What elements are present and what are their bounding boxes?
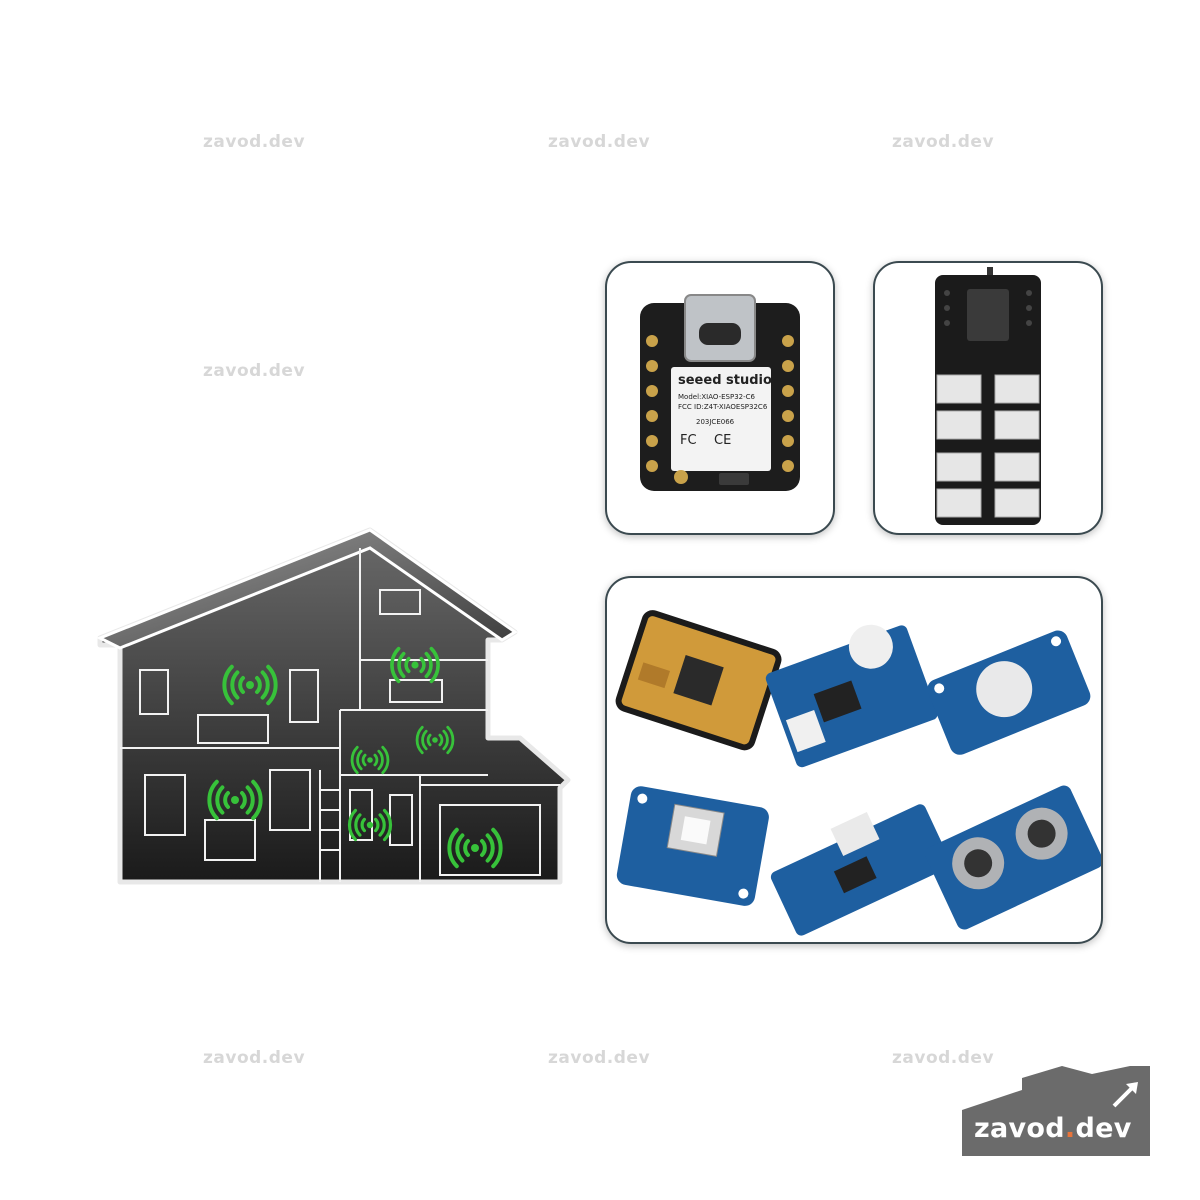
expansion-board-card — [873, 261, 1103, 535]
board-mark-ce: CE — [714, 433, 732, 448]
logo-dot: . — [1064, 1113, 1076, 1144]
wifi-signal-icon — [415, 725, 455, 755]
board-brand: seeed studio — [678, 373, 772, 388]
logo-tld: dev — [1075, 1113, 1132, 1144]
wifi-signal-icon — [222, 664, 278, 706]
grove-expansion-board — [935, 267, 1041, 525]
zavod-logo — [962, 1066, 1150, 1156]
watermark: zavod.dev — [548, 1048, 651, 1068]
wifi-signal-icon — [347, 808, 393, 842]
wifi-signal-icon — [350, 745, 390, 775]
watermark: zavod.dev — [548, 132, 651, 152]
board-card: seeed studio Model:XIAO-ESP32-C6 FCC ID:… — [605, 261, 835, 535]
board-mark-fc: FC — [680, 433, 697, 448]
house-illustration — [96, 527, 571, 885]
wifi-signal-icon — [207, 779, 263, 821]
board-fcc: FCC ID:Z4T-XIAOESP32C6 — [678, 403, 768, 411]
board-model: Model:XIAO-ESP32-C6 — [678, 393, 755, 401]
sensors-card — [605, 576, 1103, 944]
logo-name: zavod — [974, 1113, 1065, 1144]
watermark: zavod.dev — [892, 132, 995, 152]
board-code: 203JCE066 — [696, 418, 735, 426]
arrow-icon — [1112, 1082, 1138, 1108]
watermark: zavod.dev — [203, 132, 306, 152]
xiao-esp32c6-board — [640, 294, 800, 491]
wifi-signal-icon — [447, 827, 503, 869]
watermark: zavod.dev — [892, 1048, 995, 1068]
logo-text: zavod.dev — [974, 1113, 1132, 1144]
watermark: zavod.dev — [203, 361, 306, 381]
sensor-modules — [615, 610, 1101, 936]
watermark: zavod.dev — [203, 1048, 306, 1068]
